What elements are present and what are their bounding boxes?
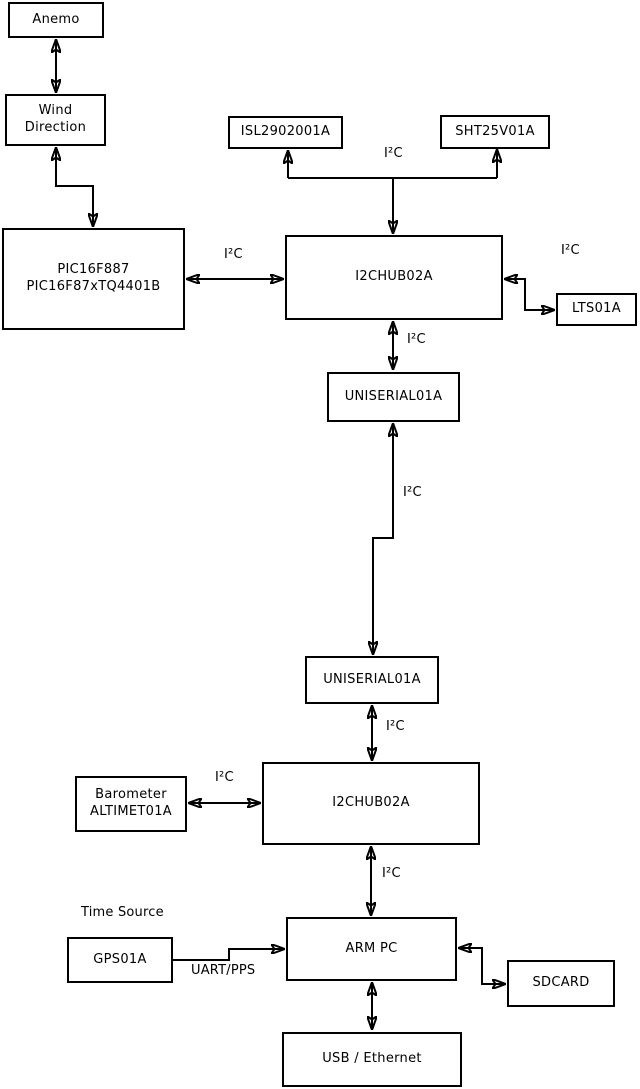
- node-i2chub02a-2-label: I2CHUB02A: [332, 795, 410, 811]
- i2c-label-pic-hub1: I²C: [224, 247, 243, 262]
- node-uniserial01a-2-label: UNISERIAL01A: [323, 671, 421, 687]
- node-anemo-label: Anemo: [32, 11, 80, 27]
- node-barometer-altimet01a-label: Barometer ALTIMET01A: [90, 787, 172, 819]
- i2c-label-uniserial-link: I²C: [403, 485, 422, 500]
- i2c-label-barometer-hub2: I²C: [215, 770, 234, 785]
- node-sdcard-label: SDCARD: [532, 975, 590, 991]
- node-i2chub02a-1-label: I2CHUB02A: [355, 269, 433, 285]
- node-lts01a-label: LTS01A: [572, 301, 621, 317]
- edge-wind-pic: [56, 148, 93, 226]
- node-usb-ethernet: USB / Ethernet: [282, 1032, 462, 1087]
- node-uniserial01a-1-label: UNISERIAL01A: [344, 388, 443, 404]
- i2c-label-hub2-armpc: I²C: [382, 866, 401, 881]
- edge-hub1-lts: [505, 279, 554, 310]
- node-arm-pc: ARM PC: [286, 917, 457, 981]
- node-i2chub02a-1: I2CHUB02A: [285, 235, 503, 320]
- uart-pps-label: UART/PPS: [191, 963, 256, 978]
- node-gps01a-label: GPS01A: [93, 951, 147, 967]
- time-source-label: Time Source: [81, 905, 164, 920]
- node-uniserial01a-1: UNISERIAL01A: [327, 372, 460, 422]
- node-gps01a: GPS01A: [67, 937, 173, 983]
- node-uniserial01a-2: UNISERIAL01A: [305, 656, 439, 704]
- node-sht25v01a-label: SHT25V01A: [455, 123, 535, 139]
- i2c-label-hub1-uniserial1: I²C: [407, 332, 426, 347]
- node-i2chub02a-2: I2CHUB02A: [262, 762, 480, 845]
- node-arm-pc-label: ARM PC: [345, 940, 398, 956]
- edge-gps-armpc: [173, 949, 284, 961]
- edge-armpc-sdcard: [459, 948, 505, 984]
- node-pic16f887-label: PIC16F887 PIC16F87xTQ4401B: [26, 262, 161, 294]
- node-sht25v01a: SHT25V01A: [440, 115, 550, 149]
- node-barometer-altimet01a: Barometer ALTIMET01A: [75, 776, 187, 832]
- node-wind-direction-label: Wind Direction: [24, 103, 87, 135]
- node-wind-direction: Wind Direction: [5, 94, 106, 146]
- node-isl2902001a-label: ISL2902001A: [240, 124, 331, 140]
- node-isl2902001a: ISL2902001A: [228, 116, 343, 149]
- node-lts01a: LTS01A: [556, 293, 637, 326]
- node-sdcard: SDCARD: [507, 960, 615, 1007]
- node-anemo: Anemo: [8, 2, 104, 38]
- i2c-label-uniserial2-hub2: I²C: [386, 719, 405, 734]
- node-pic16f887: PIC16F887 PIC16F87xTQ4401B: [2, 228, 185, 330]
- i2c-label-top-bus: I²C: [384, 146, 403, 161]
- node-usb-ethernet-label: USB / Ethernet: [322, 1051, 422, 1067]
- i2c-label-hub1-lts: I²C: [561, 243, 580, 258]
- edge-uniserial1-uniserial2: [373, 424, 393, 654]
